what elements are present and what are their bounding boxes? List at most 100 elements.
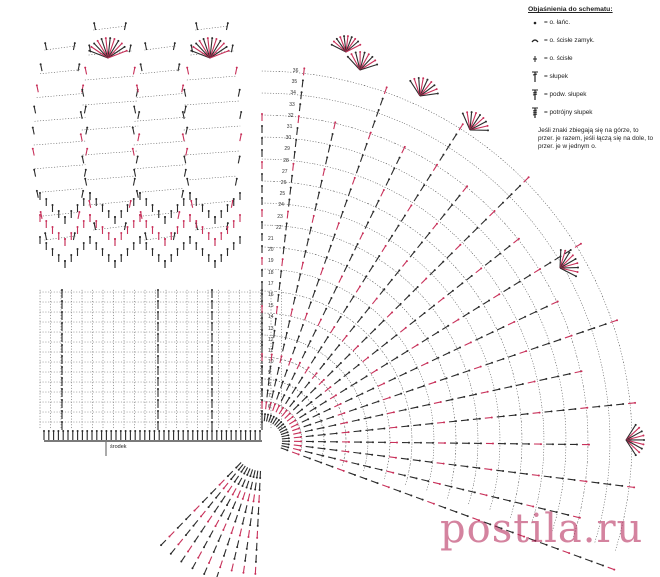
stitch-top (428, 403, 431, 406)
stitch-top (461, 112, 464, 115)
stitch-top (486, 129, 489, 132)
stitch-top (144, 42, 147, 45)
chain-ring (367, 252, 378, 259)
chain-ring (273, 313, 281, 315)
stitch (303, 424, 311, 428)
stitch-top (226, 248, 229, 250)
stitch-top (232, 242, 235, 244)
stitch-top (322, 426, 325, 429)
stitch-top (218, 483, 221, 486)
chain-ring (339, 169, 353, 175)
stitch (394, 393, 402, 397)
stitch (627, 485, 635, 488)
stitch-top (145, 242, 148, 244)
stitch-top (95, 198, 98, 200)
stitch-top (335, 449, 338, 452)
chain-arc (144, 45, 176, 51)
stitch-top (210, 492, 213, 495)
chain-ring (333, 190, 346, 196)
chain-ring (296, 364, 301, 367)
stitch (237, 89, 241, 97)
stitch-top (211, 289, 213, 291)
stitch-top (157, 366, 159, 368)
stitch-top (288, 383, 291, 386)
stitch-top (226, 504, 229, 507)
chain-ring (503, 295, 511, 308)
stitch (341, 431, 349, 434)
stitch-top (339, 36, 342, 39)
stitch (514, 501, 522, 505)
stitch (132, 127, 135, 135)
stitch-top (469, 341, 472, 344)
stitch (484, 416, 492, 419)
stitch (170, 547, 176, 555)
stitch-top (132, 198, 135, 200)
stitch (275, 405, 280, 413)
chain-ring (455, 267, 465, 278)
chain-arc (93, 25, 127, 31)
stitch-top (539, 267, 542, 270)
stitch (281, 445, 289, 448)
stitch-top (132, 220, 135, 222)
stitch (412, 286, 419, 293)
chain-arc (195, 25, 229, 31)
stitch (203, 540, 208, 548)
chain-ring (272, 402, 276, 404)
stitch (559, 254, 574, 269)
stitch-top (305, 395, 308, 398)
stitch-top (559, 338, 562, 341)
chain-ring (299, 428, 301, 431)
stitch-top (587, 443, 590, 446)
stitch-top (267, 413, 270, 416)
chain-ring (364, 85, 382, 91)
stitch-top (339, 315, 342, 318)
chain-ring (454, 453, 456, 464)
stitch (526, 504, 534, 508)
stitch-top (598, 405, 601, 408)
chain-ring (378, 314, 386, 321)
stitch-top (568, 372, 571, 375)
chain-ring (458, 127, 474, 138)
stitch-top (220, 430, 223, 432)
stitch-top (81, 88, 84, 91)
stitch (191, 50, 211, 59)
stitch (214, 505, 220, 512)
stitch-top (261, 389, 263, 391)
stitch-top (377, 199, 380, 202)
stitch-top (119, 430, 122, 432)
chain-ring (431, 411, 434, 421)
stitch-top (499, 252, 502, 255)
chain-ring (472, 394, 476, 406)
stitch (81, 89, 85, 97)
chain-ring (364, 276, 374, 283)
stitch-top (212, 550, 215, 553)
stitch-top (61, 322, 63, 324)
stitch (347, 189, 352, 196)
stitch (353, 451, 361, 454)
chain-ring (409, 351, 414, 360)
stitch (574, 370, 582, 374)
stitch-top (357, 165, 360, 168)
chain-ring (509, 306, 517, 320)
stitch-top (261, 377, 263, 379)
stitch (326, 416, 334, 420)
stitch (383, 396, 390, 401)
stitch-top (301, 323, 304, 326)
chain-ring (406, 401, 409, 410)
stitch-top (222, 487, 225, 490)
stitch (344, 354, 350, 360)
stitch-top (101, 204, 104, 206)
stitch (442, 352, 450, 357)
chain-ring (480, 347, 486, 359)
stitch (288, 199, 290, 207)
chain-ring (364, 364, 369, 371)
stitch (319, 401, 327, 406)
chain-ring (504, 223, 516, 236)
stitch (128, 45, 132, 53)
stitch (355, 286, 361, 293)
stitch-top (238, 88, 241, 91)
stitch (352, 345, 359, 352)
stitch (467, 490, 476, 493)
stitch-top (443, 213, 446, 216)
stitch-top (466, 465, 469, 468)
